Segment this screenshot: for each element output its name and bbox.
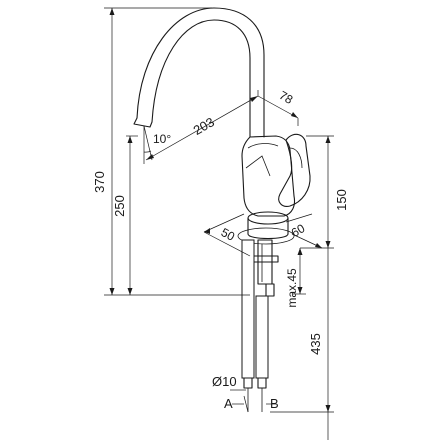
hose-fitting-b xyxy=(257,377,267,389)
base-ring-top xyxy=(247,211,289,225)
body-facet xyxy=(245,155,271,177)
dim-reach: 203 xyxy=(191,114,217,138)
faucet-body xyxy=(241,135,296,217)
base-ring xyxy=(247,217,289,240)
dim-body-height: 150 xyxy=(334,189,349,211)
hose-fitting-a xyxy=(243,377,253,389)
dim-spout-angle: 10° xyxy=(153,132,171,146)
deck-plate xyxy=(237,227,295,245)
spout-nozzle xyxy=(133,117,153,128)
hose-left xyxy=(241,239,255,379)
dim-outlet-height: 250 xyxy=(112,195,127,217)
dim-handle-offset: 78 xyxy=(277,88,296,107)
dimension-labels: 370 250 10° 203 78 150 50 60 max.45 435 … xyxy=(92,88,349,411)
mounting-nut xyxy=(251,255,279,263)
handle-detail xyxy=(289,147,303,169)
dim-base-right: 60 xyxy=(289,221,308,240)
label-hose-b: B xyxy=(270,396,279,411)
dim-overall-height: 370 xyxy=(92,171,107,193)
shank-end xyxy=(265,283,275,297)
faucet-outline xyxy=(133,7,311,412)
label-hose-a: A xyxy=(224,396,233,411)
body-highlight xyxy=(247,143,279,149)
hose-right xyxy=(255,295,269,379)
spout-inner xyxy=(151,19,251,138)
dim-hose-diameter: Ø10 xyxy=(212,374,237,389)
dimension-lines xyxy=(104,7,334,440)
dim-max-deck-thickness: max.45 xyxy=(285,268,299,308)
dim-base-left: 50 xyxy=(219,225,238,244)
spout-outer xyxy=(136,7,265,138)
faucet-handle xyxy=(278,133,311,207)
dim-hose-length: 435 xyxy=(308,333,323,355)
